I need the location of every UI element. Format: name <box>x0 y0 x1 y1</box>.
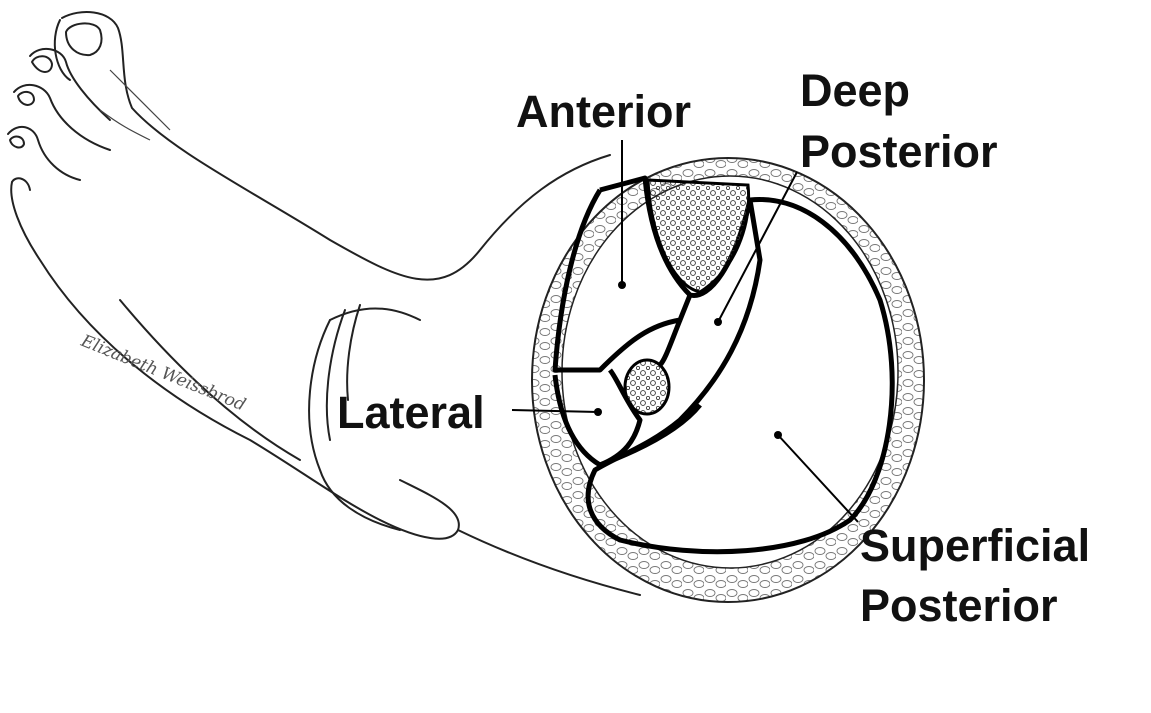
label-anterior: Anterior <box>516 86 691 137</box>
label-deep-posterior-line2: Posterior <box>800 126 998 177</box>
label-deep-posterior-line1: Deep <box>800 65 910 116</box>
leader-lines <box>511 140 859 523</box>
leg-cross-section <box>531 157 925 603</box>
artist-signature: Elizabeth Weissbrod <box>77 331 248 416</box>
label-lateral: Lateral <box>337 387 485 438</box>
label-superficial-posterior-line2: Posterior <box>860 580 1058 631</box>
foot-illustration <box>7 11 641 596</box>
label-superficial-posterior-line1: Superficial <box>860 520 1090 571</box>
